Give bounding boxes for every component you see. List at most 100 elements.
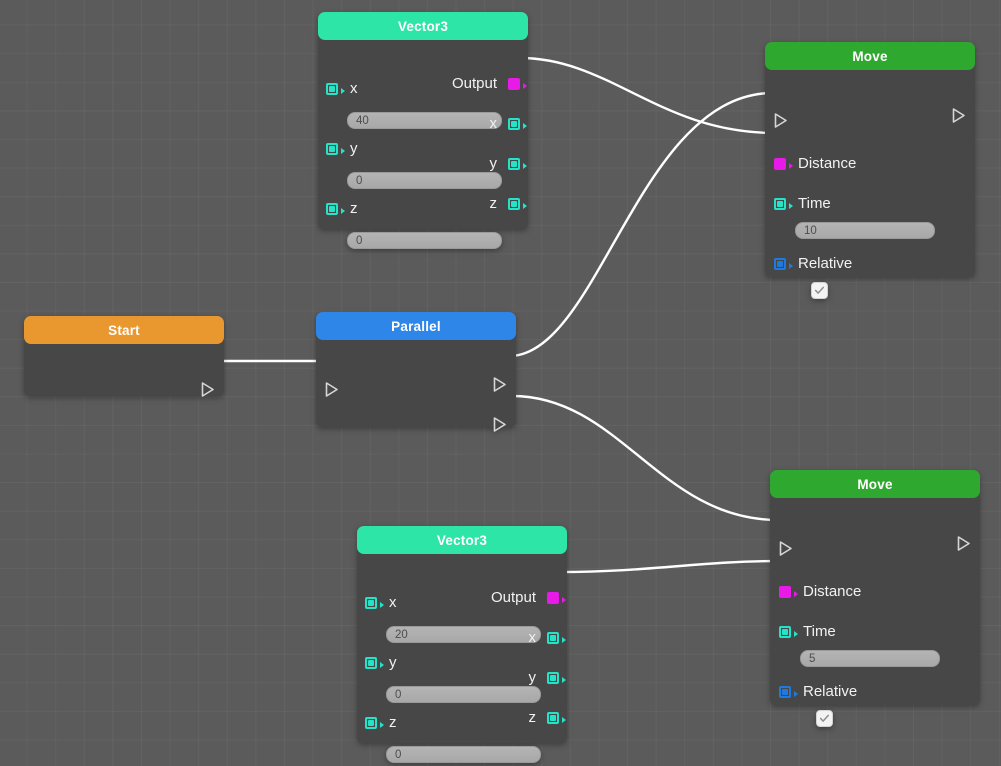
output-label-y: y bbox=[489, 155, 498, 172]
output-port-output-icon[interactable] bbox=[547, 591, 566, 604]
input-row-z[interactable]: z bbox=[326, 200, 358, 217]
input-field-z[interactable]: 0 bbox=[347, 232, 502, 249]
input-port-time-icon[interactable] bbox=[774, 197, 793, 210]
node-vector3-bottom[interactable]: Vector3 x 20 y 0 z 0 bbox=[357, 526, 567, 763]
exec-out-row-1[interactable] bbox=[492, 376, 507, 393]
wire-vector3top-to-movetop-distance bbox=[518, 56, 777, 135]
exec-out-row-2[interactable] bbox=[492, 416, 507, 433]
input-port-relative-icon[interactable] bbox=[779, 685, 798, 698]
output-port-x-icon[interactable] bbox=[508, 117, 527, 130]
output-port-y-icon[interactable] bbox=[508, 157, 527, 170]
input-port-time-icon[interactable] bbox=[779, 625, 798, 638]
output-label-x: x bbox=[489, 115, 498, 132]
output-row-output[interactable]: Output bbox=[452, 75, 527, 92]
output-row-x[interactable]: x bbox=[528, 629, 566, 646]
input-port-relative-icon[interactable] bbox=[774, 257, 793, 270]
check-icon bbox=[819, 714, 830, 722]
input-field-y[interactable]: 0 bbox=[386, 686, 541, 703]
input-checkbox-relative[interactable] bbox=[811, 282, 828, 299]
input-row-relative[interactable]: Relative bbox=[774, 255, 852, 272]
input-row-y[interactable]: y bbox=[365, 654, 397, 671]
input-label-x: x bbox=[350, 80, 358, 97]
exec-in-row[interactable] bbox=[324, 381, 339, 398]
exec-out-port-icon[interactable] bbox=[200, 381, 215, 398]
input-port-distance-icon[interactable] bbox=[779, 585, 798, 598]
output-row-x[interactable]: x bbox=[489, 115, 527, 132]
node-move-bottom[interactable]: Move Distance bbox=[770, 470, 980, 727]
output-label-x: x bbox=[528, 629, 537, 646]
input-row-z[interactable]: z bbox=[365, 714, 397, 731]
output-port-y-icon[interactable] bbox=[547, 671, 566, 684]
input-field-x[interactable]: 40 bbox=[347, 112, 502, 129]
node-header-move-bottom[interactable]: Move bbox=[770, 470, 980, 498]
exec-in-row[interactable] bbox=[778, 540, 793, 557]
exec-out-port-2-icon[interactable] bbox=[492, 416, 507, 433]
input-row-distance[interactable]: Distance bbox=[774, 155, 856, 172]
node-title: Parallel bbox=[391, 318, 441, 334]
output-row-y[interactable]: y bbox=[528, 669, 566, 686]
input-port-x-icon[interactable] bbox=[326, 82, 345, 95]
output-label-output: Output bbox=[490, 589, 536, 606]
input-row-distance[interactable]: Distance bbox=[779, 583, 861, 600]
input-value-x: 40 bbox=[356, 114, 369, 127]
input-row-time[interactable]: Time bbox=[774, 195, 831, 212]
node-header-vector3-bottom[interactable]: Vector3 bbox=[357, 526, 567, 554]
node-title: Vector3 bbox=[397, 18, 449, 34]
input-row-relative[interactable]: Relative bbox=[779, 683, 857, 700]
input-port-z-icon[interactable] bbox=[365, 716, 384, 729]
output-port-output-icon[interactable] bbox=[508, 77, 527, 90]
node-body bbox=[316, 326, 516, 427]
input-label-relative: Relative bbox=[798, 255, 853, 272]
input-port-y-icon[interactable] bbox=[326, 142, 345, 155]
node-header-parallel[interactable]: Parallel bbox=[316, 312, 516, 340]
exec-out-row[interactable] bbox=[951, 107, 966, 124]
output-port-z-icon[interactable] bbox=[508, 197, 527, 210]
exec-out-row[interactable] bbox=[956, 535, 971, 552]
wire-vector3bottom-to-movebottom-distance bbox=[558, 559, 782, 574]
output-port-z-icon[interactable] bbox=[547, 711, 566, 724]
exec-out-port-1-icon[interactable] bbox=[492, 376, 507, 393]
input-checkbox-relative[interactable] bbox=[816, 710, 833, 727]
node-header-move-top[interactable]: Move bbox=[765, 42, 975, 70]
node-header-vector3-top[interactable]: Vector3 bbox=[318, 12, 528, 40]
output-label-z: z bbox=[528, 709, 537, 726]
node-header-start[interactable]: Start bbox=[24, 316, 224, 344]
output-label-y: y bbox=[528, 669, 537, 686]
input-row-x[interactable]: x bbox=[326, 80, 358, 97]
output-row-output[interactable]: Output bbox=[490, 589, 566, 606]
input-row-x[interactable]: x bbox=[365, 594, 397, 611]
input-field-y[interactable]: 0 bbox=[347, 172, 502, 189]
input-value-z: 0 bbox=[356, 234, 363, 247]
node-title: Start bbox=[108, 322, 140, 338]
input-label-time: Time bbox=[803, 623, 836, 640]
input-port-y-icon[interactable] bbox=[365, 656, 384, 669]
input-row-time[interactable]: Time bbox=[779, 623, 836, 640]
input-port-distance-icon[interactable] bbox=[774, 157, 793, 170]
node-move-top[interactable]: Move Distance bbox=[765, 42, 975, 299]
input-port-z-icon[interactable] bbox=[326, 202, 345, 215]
node-title: Move bbox=[857, 476, 893, 492]
exec-in-row[interactable] bbox=[773, 112, 788, 129]
exec-out-row[interactable] bbox=[200, 381, 215, 398]
node-parallel[interactable]: Parallel bbox=[316, 312, 516, 432]
exec-in-port-icon[interactable] bbox=[324, 381, 339, 398]
input-field-x[interactable]: 20 bbox=[386, 626, 541, 643]
output-port-x-icon[interactable] bbox=[547, 631, 566, 644]
input-field-time[interactable]: 5 bbox=[800, 650, 940, 667]
output-row-z[interactable]: z bbox=[490, 195, 527, 212]
input-field-time[interactable]: 10 bbox=[795, 222, 935, 239]
node-start[interactable]: Start bbox=[24, 316, 224, 398]
input-row-y[interactable]: y bbox=[326, 140, 358, 157]
output-row-y[interactable]: y bbox=[489, 155, 527, 172]
input-field-z[interactable]: 0 bbox=[386, 746, 541, 763]
exec-in-port-icon[interactable] bbox=[773, 112, 788, 129]
exec-out-port-icon[interactable] bbox=[956, 535, 971, 552]
node-vector3-top[interactable]: Vector3 x 40 y 0 z 0 bbox=[318, 12, 528, 249]
input-port-x-icon[interactable] bbox=[365, 596, 384, 609]
input-value-time: 10 bbox=[804, 224, 817, 237]
exec-in-port-icon[interactable] bbox=[778, 540, 793, 557]
output-row-z[interactable]: z bbox=[528, 709, 566, 726]
exec-out-port-icon[interactable] bbox=[951, 107, 966, 124]
node-body bbox=[770, 484, 980, 705]
